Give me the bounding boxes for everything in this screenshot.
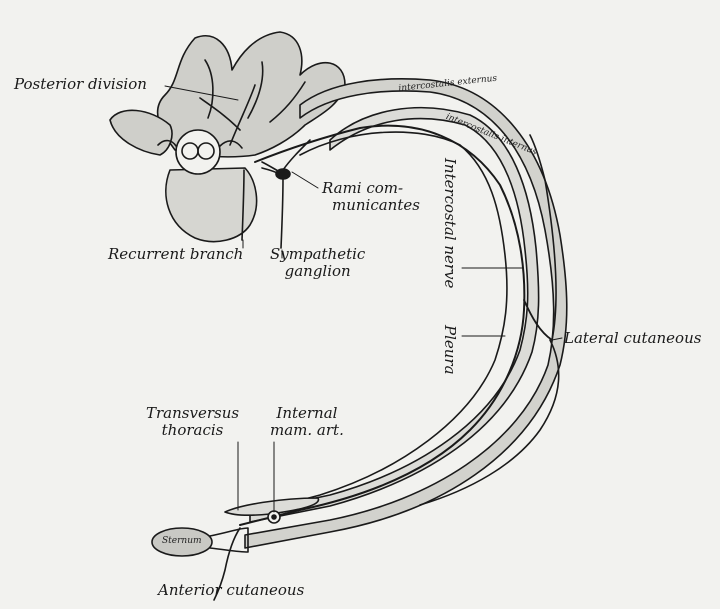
- label-pleura: Pleura: [441, 325, 459, 375]
- label-recurrent-branch: Recurrent branch: [108, 245, 244, 263]
- spinal-cord-inner-right: [197, 142, 215, 160]
- leader-posterior-division: [164, 85, 239, 101]
- label-transversus-thoracis: Transversus thoracis: [146, 405, 239, 439]
- label-transversus-thoracis-line1: Transversus: [146, 404, 240, 422]
- posterior-division-branch: [199, 97, 241, 131]
- label-rami-communicantes-line1: Rami com-: [322, 179, 404, 197]
- spinous-process-lobe-2: [247, 61, 264, 119]
- label-posterior-division: Posterior division: [14, 75, 147, 93]
- label-rami-communicantes-line2: municantes: [332, 196, 420, 214]
- label-anterior-cutaneous: Anterior cutaneous: [158, 581, 305, 599]
- transversus-thoracis-muscle: [224, 497, 320, 517]
- label-lateral-cutaneous: Lateral cutaneous: [564, 329, 702, 347]
- anterior-cutaneous-nerve: [213, 527, 241, 601]
- label-sympathetic-ganglion-line2: ganglion: [284, 262, 351, 280]
- leader-rami-communicantes: [291, 171, 319, 189]
- label-rami-communicantes: Rami com- municantes: [322, 180, 420, 214]
- intercostal-nerve-line: [239, 124, 526, 526]
- posterior-division-nerve: [229, 84, 256, 146]
- recurrent-branch-line: [241, 169, 245, 241]
- rami-communicantes-lines: [261, 161, 283, 176]
- nerve-to-lateral-cutaneous: [523, 299, 553, 341]
- label-internal-mam-art: Internal mam. art.: [270, 405, 344, 439]
- vertebral-body: [165, 167, 258, 243]
- label-intercostal-nerve: Intercostal nerve: [441, 158, 459, 289]
- sympathetic-trunk: [280, 139, 311, 249]
- lateral-cutaneous-branch-up: [529, 134, 557, 341]
- lateral-cutaneous-branch: [419, 339, 560, 506]
- label-sympathetic-ganglion: Sympathetic ganglion: [270, 246, 365, 280]
- pleura-line: [244, 131, 508, 516]
- label-sternum: Sternum: [162, 536, 202, 546]
- leader-lateral-cutaneous: [551, 337, 563, 341]
- label-transversus-thoracis-line2: thoracis: [161, 421, 224, 439]
- internal-mammary-artery-lumen: [271, 514, 277, 520]
- spinal-nerve-root-left: [157, 139, 177, 147]
- label-internal-mam-art-line1: Internal: [276, 404, 338, 422]
- label-sympathetic-ganglion-line1: Sympathetic: [270, 245, 366, 263]
- costal-cartilage: [209, 527, 249, 553]
- spinous-process-lobe-3: [269, 81, 306, 123]
- label-internal-mam-art-line2: mam. art.: [270, 421, 344, 439]
- intercostalis-externus-band: [244, 78, 568, 549]
- sternum-shape: [151, 527, 213, 557]
- spinous-process-lobe: [204, 59, 214, 119]
